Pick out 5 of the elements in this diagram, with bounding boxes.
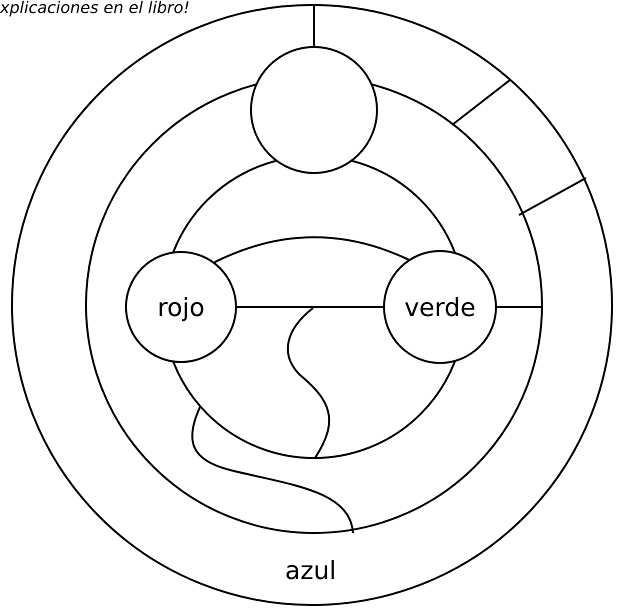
boundary-line [214, 236, 410, 264]
boundary-line [237, 306, 383, 308]
color-name: rojo [157, 294, 205, 320]
color-name: verde [404, 294, 476, 320]
color-name: azul [285, 558, 336, 583]
